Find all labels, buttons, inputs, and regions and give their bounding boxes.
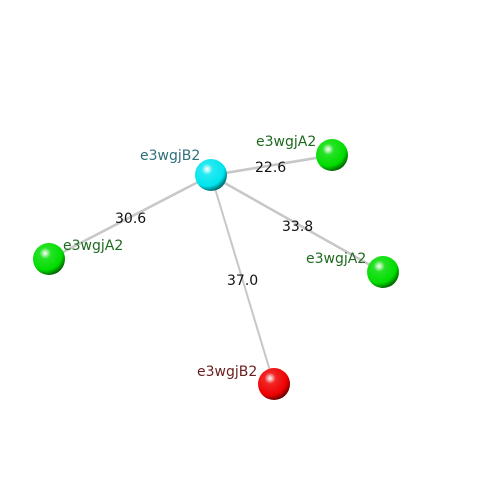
edge-top-right	[210, 154, 333, 177]
edge-bottom	[210, 174, 275, 386]
node-sphere[interactable]	[195, 159, 227, 191]
node-sphere[interactable]	[367, 256, 399, 288]
node-label-left: e3wgjA2	[63, 238, 123, 254]
edge-label-bottom: 37.0	[227, 273, 258, 289]
node-sphere[interactable]	[258, 368, 290, 400]
node-left[interactable]: e3wgjA2	[33, 238, 123, 275]
node-center[interactable]: e3wgjB2	[140, 148, 227, 191]
node-label-right: e3wgjA2	[306, 251, 366, 267]
edges-layer: 22.6 30.6 33.8 37.0	[48, 154, 384, 386]
edge-label-left: 30.6	[115, 211, 146, 227]
node-label-top-right: e3wgjA2	[256, 134, 316, 150]
node-top-right[interactable]: e3wgjA2	[256, 134, 348, 171]
node-sphere[interactable]	[33, 243, 65, 275]
edge-line	[48, 174, 212, 260]
node-right[interactable]: e3wgjA2	[306, 251, 399, 288]
edge-left	[48, 174, 212, 261]
nodes-layer: e3wgjB2 e3wgjA2 e3wgjA2 e3wgjA2 e3wgjB2	[33, 134, 399, 400]
node-label-bottom: e3wgjB2	[197, 364, 257, 380]
node-bottom[interactable]: e3wgjB2	[197, 364, 290, 400]
node-label-center: e3wgjB2	[140, 148, 200, 164]
edge-label-right: 33.8	[282, 219, 313, 235]
edge-right	[210, 174, 384, 274]
edge-line	[210, 154, 333, 176]
node-sphere[interactable]	[316, 139, 348, 171]
edge-label-top-right: 22.6	[255, 160, 286, 176]
edge-line	[210, 174, 384, 273]
edge-line	[210, 174, 275, 385]
